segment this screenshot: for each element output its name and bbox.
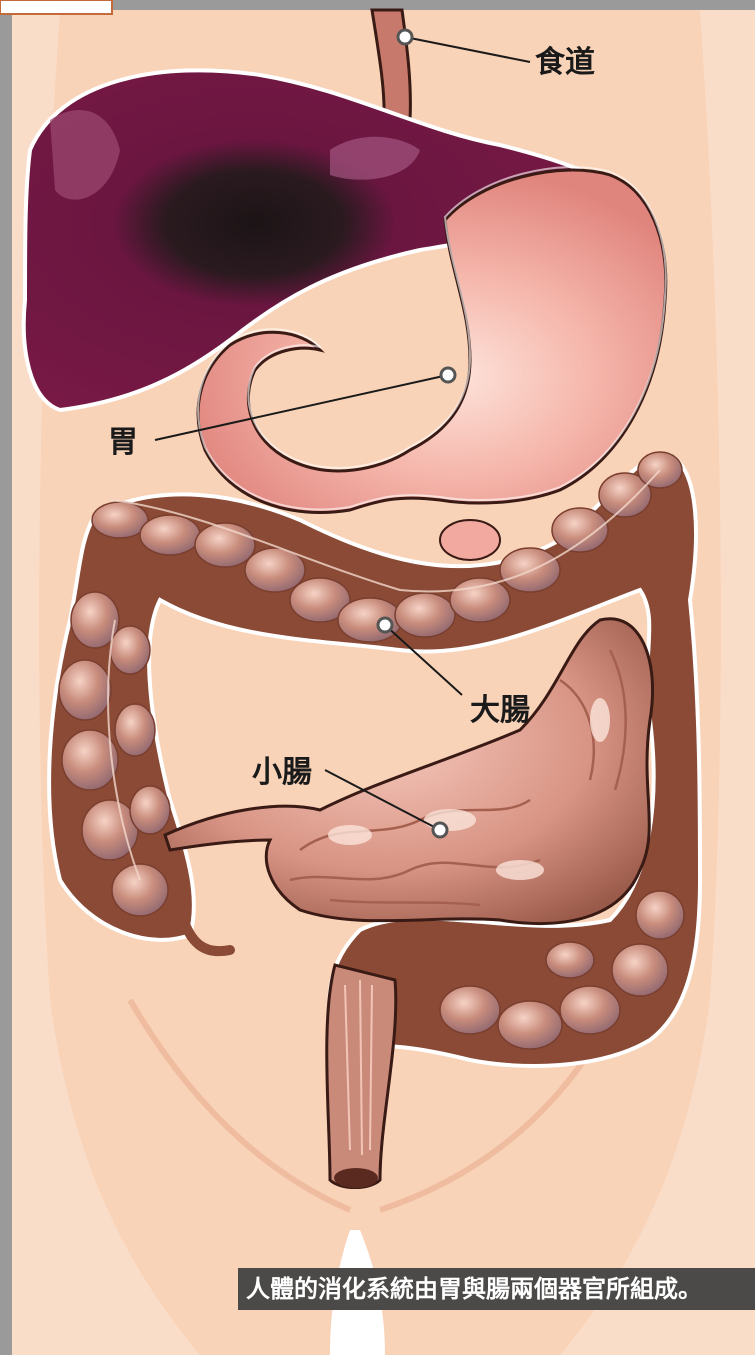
caption-text: 人體的消化系統由胃與腸兩個器官所組成。	[246, 1275, 702, 1303]
stomach-marker	[441, 368, 455, 382]
large-intestine-label: 大腸	[470, 693, 530, 728]
left-border	[0, 0, 12, 1355]
small-intestine-marker	[433, 823, 447, 837]
rectum-opening	[334, 1168, 378, 1188]
esophagus-label: 食道	[535, 45, 595, 80]
esophagus-marker	[398, 30, 412, 44]
small-intestine-label: 小腸	[252, 755, 312, 790]
corner-logo	[0, 0, 112, 14]
large-intestine-marker	[378, 618, 392, 632]
stomach-label: 胃	[108, 425, 138, 460]
pylorus	[440, 520, 500, 560]
